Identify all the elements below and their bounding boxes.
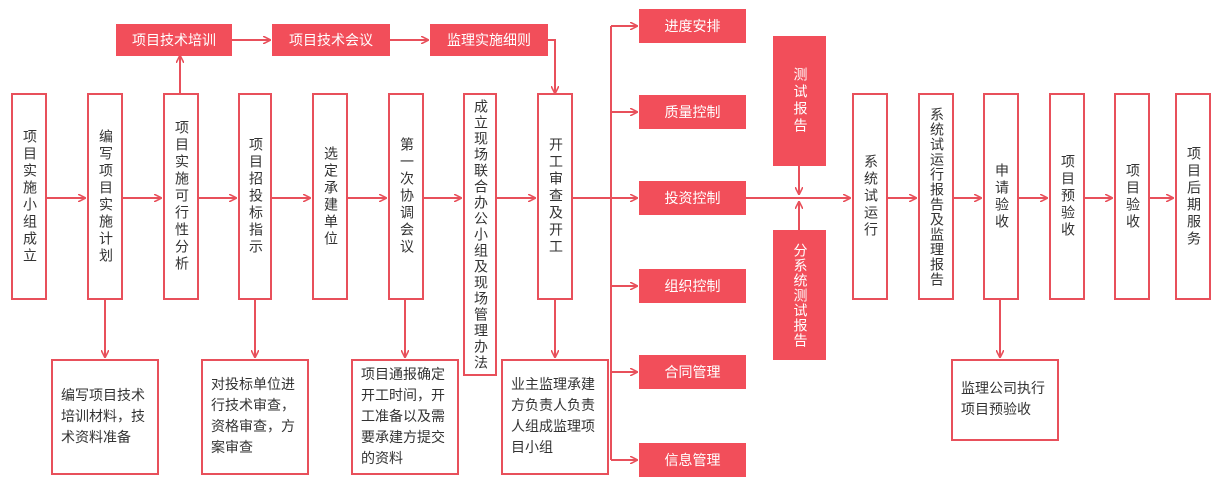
step-after-service: 项目后期服务	[1175, 93, 1211, 300]
step-team-setup-label: 项目实施小组成立	[21, 128, 37, 265]
note-supervision-team-text: 业主监理承建方负责人负责人组成监理项目小组	[511, 377, 595, 456]
top-tech-meeting-label: 项目技术会议	[289, 33, 373, 49]
step-feasibility-label: 项目实施可行性分析	[173, 120, 189, 273]
control-organization-label: 组织控制	[664, 279, 721, 295]
top-supervision-rules: 监理实施细则	[430, 24, 548, 56]
arrow-rules-start	[548, 39, 555, 93]
step-acceptance-label: 项目验收	[1124, 162, 1140, 231]
step-system-trial-label: 系统试运行	[862, 154, 878, 239]
control-organization: 组织控制	[639, 269, 746, 303]
note-supervision-team: 业主监理承建方负责人负责人组成监理项目小组	[501, 359, 609, 475]
step-pre-acceptance-label: 项目预验收	[1059, 154, 1075, 239]
step-first-meeting: 第一次协调会议	[388, 93, 424, 300]
step-acceptance: 项目验收	[1114, 93, 1150, 300]
control-information: 信息管理	[639, 443, 746, 477]
step-bidding-label: 项目招投标指示	[247, 137, 263, 256]
note-training-materials: 编写项目技术培训材料，技术资料准备	[51, 359, 159, 475]
note-bid-review-text: 对投标单位进行技术审查，资格审查，方案审查	[211, 377, 295, 456]
subsystem-test-report-label: 分系统测试报告	[791, 242, 808, 348]
control-contract: 合同管理	[639, 355, 746, 389]
top-supervision-rules-label: 监理实施细则	[447, 33, 531, 49]
step-apply-acceptance: 申请验收	[983, 93, 1019, 300]
step-onsite-office-label: 成立现场联合办公小组及现场管理办法	[472, 98, 488, 371]
step-trial-report: 系统试运行报告及监理报告	[918, 93, 954, 300]
control-quality: 质量控制	[639, 95, 746, 129]
control-schedule: 进度安排	[639, 9, 746, 43]
control-investment-label: 投资控制	[664, 191, 721, 207]
top-training: 项目技术培训	[116, 24, 232, 56]
control-information-label: 信息管理	[664, 453, 721, 469]
note-pre-acceptance: 监理公司执行项目预验收	[951, 359, 1059, 441]
step-select-contractor-label: 选定承建单位	[322, 145, 338, 248]
top-tech-meeting: 项目技术会议	[272, 24, 390, 56]
step-trial-report-label: 系统试运行报告及监理报告	[928, 106, 944, 287]
step-after-service-label: 项目后期服务	[1185, 145, 1201, 248]
step-system-trial: 系统试运行	[852, 93, 888, 300]
step-select-contractor: 选定承建单位	[312, 93, 348, 300]
step-onsite-office: 成立现场联合办公小组及现场管理办法	[463, 93, 497, 376]
note-bid-review: 对投标单位进行技术审查，资格审查，方案审查	[201, 359, 309, 475]
control-investment: 投资控制	[639, 181, 746, 215]
test-report-label: 测试报告	[791, 67, 808, 135]
control-quality-label: 质量控制	[664, 105, 721, 121]
step-write-plan-label: 编写项目实施计划	[97, 128, 113, 265]
step-apply-acceptance-label: 申请验收	[993, 162, 1009, 231]
step-bidding: 项目招投标指示	[238, 93, 272, 300]
step-start-review-label: 开工审查及开工	[547, 137, 563, 256]
test-report: 测试报告	[773, 36, 826, 166]
step-start-review: 开工审查及开工	[537, 93, 573, 300]
subsystem-test-report: 分系统测试报告	[773, 230, 826, 360]
control-contract-label: 合同管理	[664, 365, 721, 381]
note-start-notice-text: 项目通报确定开工时间，开工准备以及需要承建方提交的资料	[361, 366, 445, 467]
note-pre-acceptance-text: 监理公司执行项目预验收	[961, 381, 1045, 418]
control-schedule-label: 进度安排	[664, 19, 721, 35]
step-write-plan: 编写项目实施计划	[87, 93, 123, 300]
step-first-meeting-label: 第一次协调会议	[398, 137, 414, 256]
step-feasibility: 项目实施可行性分析	[163, 93, 199, 300]
step-pre-acceptance: 项目预验收	[1049, 93, 1085, 300]
top-training-label: 项目技术培训	[132, 33, 216, 49]
note-start-notice: 项目通报确定开工时间，开工准备以及需要承建方提交的资料	[351, 359, 459, 475]
step-team-setup: 项目实施小组成立	[11, 93, 47, 300]
note-training-materials-text: 编写项目技术培训材料，技术资料准备	[61, 387, 145, 446]
